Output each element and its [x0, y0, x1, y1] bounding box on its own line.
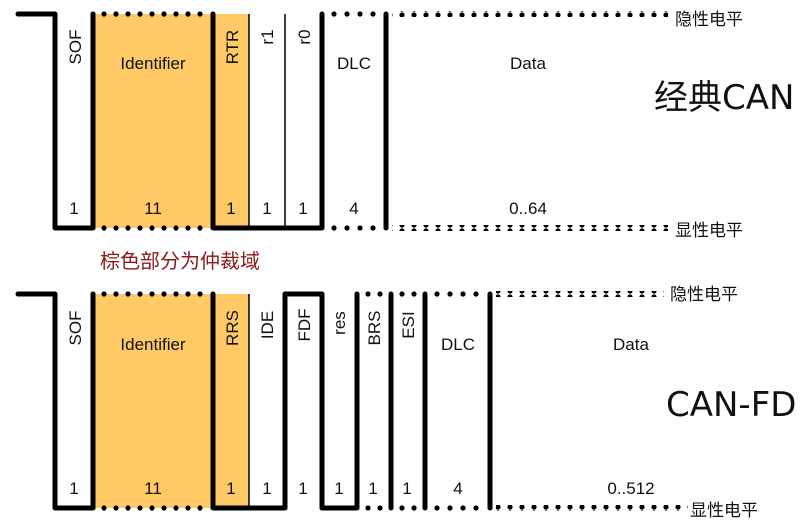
dots-data-top [392, 11, 668, 17]
dots-fd-brs [365, 291, 383, 511]
classic-field-labels: SOF Identifier RTR r1 r0 DLC Data [66, 29, 546, 73]
can-fd-title: CAN-FD [666, 385, 796, 425]
fd-recessive-label: 隐性电平 [670, 285, 738, 305]
fd-label-ide: IDE [258, 311, 277, 339]
dots-fd-identifier-top [101, 291, 203, 297]
fd-bits-ide: 1 [262, 479, 271, 498]
classic-bits-rtr: 1 [226, 199, 235, 218]
classic-identifier-fill [93, 14, 213, 228]
classic-waveform [15, 11, 389, 231]
classic-bits-dlc: 4 [349, 199, 358, 218]
classic-label-sof: SOF [66, 30, 85, 65]
dots-dlc [331, 11, 376, 231]
dots-data-bottom [392, 225, 668, 231]
fd-label-res: res [330, 311, 349, 335]
dots-fd-data-bottom [496, 505, 688, 511]
classic-can-frame: SOF Identifier RTR r1 r0 DLC Data 1 11 1… [15, 10, 794, 241]
fd-field-labels: SOF Identifier RRS IDE FDF res BRS ESI D… [66, 308, 649, 354]
classic-dominant-label: 显性电平 [675, 221, 743, 241]
fd-label-esi: ESI [399, 311, 418, 338]
classic-bit-counts: 1 11 1 1 1 4 0..64 [69, 199, 547, 218]
classic-rtr-fill [213, 14, 249, 228]
classic-thin-dividers [248, 14, 286, 228]
fd-label-data: Data [613, 335, 649, 354]
classic-can-title: 经典CAN [654, 78, 794, 118]
classic-bits-r1: 1 [262, 199, 271, 218]
fd-rrs-fill [213, 294, 249, 508]
fd-label-rrs: RRS [223, 310, 242, 346]
classic-bits-r0: 1 [298, 199, 307, 218]
fd-dominant-label: 显性电平 [690, 501, 758, 521]
fd-bits-fdf: 1 [298, 479, 307, 498]
fd-bits-identifier: 11 [144, 479, 162, 498]
dots-fd-data-top [496, 291, 664, 297]
dots-fd-esi [399, 291, 417, 511]
fd-label-identifier: Identifier [120, 335, 186, 354]
classic-label-data: Data [510, 54, 546, 73]
dots-fd-identifier-bottom [101, 505, 203, 511]
fd-waveform [15, 291, 493, 511]
fd-bits-sof: 1 [69, 479, 78, 498]
classic-label-r0: r0 [295, 29, 314, 44]
dots-identifier-bottom [101, 225, 203, 231]
fd-bits-dlc: 4 [453, 479, 462, 498]
classic-label-r1: r1 [258, 29, 277, 44]
classic-bits-data: 0..64 [509, 199, 547, 218]
classic-bits-sof: 1 [69, 199, 78, 218]
fd-bits-rrs: 1 [226, 479, 235, 498]
fd-label-fdf: FDF [295, 308, 314, 341]
dots-identifier-top [101, 11, 203, 17]
fd-bits-brs: 1 [368, 479, 377, 498]
classic-label-identifier: Identifier [120, 54, 186, 73]
dots-fd-dlc [434, 291, 479, 511]
fd-label-sof: SOF [66, 311, 85, 346]
fd-bit-counts: 1 11 1 1 1 1 1 1 4 0..512 [69, 479, 654, 498]
arbitration-note: 棕色部分为仲裁域 [100, 249, 260, 273]
fd-dotted-levels [101, 291, 479, 511]
classic-dotted-levels [101, 11, 376, 231]
can-fd-frame: SOF Identifier RRS IDE FDF res BRS ESI D… [15, 285, 796, 521]
fd-bits-data: 0..512 [607, 479, 654, 498]
classic-label-dlc: DLC [337, 54, 371, 73]
classic-bits-identifier: 11 [144, 199, 162, 218]
classic-recessive-label: 隐性电平 [675, 10, 743, 30]
fd-label-brs: BRS [365, 311, 384, 346]
fd-bits-res: 1 [334, 479, 343, 498]
fd-identifier-fill [93, 294, 213, 508]
fd-bits-esi: 1 [402, 479, 411, 498]
fd-label-dlc: DLC [441, 335, 475, 354]
classic-label-rtr: RTR [223, 30, 242, 65]
